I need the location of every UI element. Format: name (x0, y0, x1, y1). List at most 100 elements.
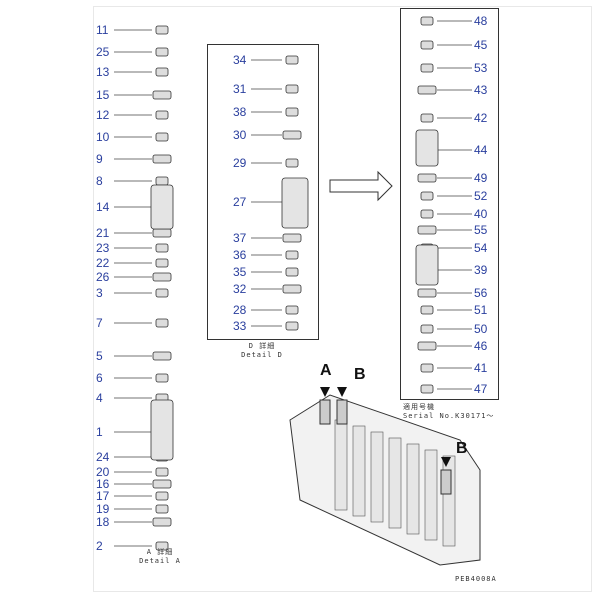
part-shape (282, 233, 302, 243)
part-shape (152, 90, 172, 100)
part-shape (282, 130, 302, 140)
pointer-arrow-icon (320, 387, 330, 397)
part-shape (155, 288, 169, 298)
part-number-label: 54 (474, 241, 488, 255)
part-body (150, 184, 174, 230)
part-shape (420, 384, 434, 394)
part-shape (285, 55, 299, 65)
part-shape (155, 318, 169, 328)
valve-cartridge (319, 399, 331, 425)
part-shape (417, 85, 437, 95)
part-number-label: 41 (474, 361, 488, 375)
part-number-label: 2 (96, 539, 103, 553)
part-shape (420, 16, 434, 26)
detail-a-caption-jp: A 詳細 (146, 548, 174, 556)
part-number-label: 50 (474, 322, 488, 336)
part-number-label: 34 (233, 53, 247, 67)
part-shape (417, 341, 437, 351)
part-shape (155, 258, 169, 268)
part-shape (155, 373, 169, 383)
part-shape (155, 541, 169, 551)
part-number-label: 26 (96, 270, 110, 284)
part-shape (420, 363, 434, 373)
part-number-label: 6 (96, 371, 103, 385)
part-shape (155, 504, 169, 514)
valve-section (334, 419, 348, 511)
arrow-icon (329, 170, 393, 202)
part-number-label: 53 (474, 61, 488, 75)
part-number-label: 27 (233, 195, 247, 209)
part-shape (420, 63, 434, 73)
part-shape (417, 173, 437, 183)
part-number-label: 52 (474, 189, 488, 203)
detail-d-caption-jp: D 詳細 (248, 342, 276, 350)
part-shape (152, 479, 172, 489)
part-number-label: 46 (474, 339, 488, 353)
part-number-label: 18 (96, 515, 110, 529)
marker-a: A (320, 362, 332, 379)
part-shape (152, 228, 172, 238)
part-number-label: 28 (233, 303, 247, 317)
part-number-label: 48 (474, 14, 488, 28)
part-number-label: 9 (96, 152, 103, 166)
part-number-label: 22 (96, 256, 110, 270)
part-shape (417, 288, 437, 298)
part-number-label: 13 (96, 65, 110, 79)
part-number-label: 16 (96, 477, 110, 491)
part-body (415, 244, 439, 286)
part-number-label: 56 (474, 286, 488, 300)
part-number-label: 10 (96, 130, 110, 144)
part-shape (155, 67, 169, 77)
part-shape (282, 284, 302, 294)
part-number-label: 24 (96, 450, 110, 464)
part-number-label: 36 (233, 248, 247, 262)
part-shape (285, 107, 299, 117)
part-number-label: 49 (474, 171, 488, 185)
part-shape (420, 40, 434, 50)
part-body (150, 399, 174, 461)
part-number-label: 5 (96, 349, 103, 363)
part-number-label: 19 (96, 502, 110, 516)
drawing-frame (93, 6, 592, 592)
part-number-label: 39 (474, 263, 488, 277)
part-number-label: 37 (233, 231, 247, 245)
part-number-label: 15 (96, 88, 110, 102)
part-number-label: 17 (96, 489, 110, 503)
part-number-label: 30 (233, 128, 247, 142)
part-number-label: 8 (96, 174, 103, 188)
serial-caption-jp: 適用号機 (403, 403, 435, 411)
part-number-label: 45 (474, 38, 488, 52)
part-number-label: 44 (474, 143, 488, 157)
part-number-label: 38 (233, 105, 247, 119)
part-number-label: 14 (96, 200, 110, 214)
part-number-label: 35 (233, 265, 247, 279)
part-number-label: 51 (474, 303, 488, 317)
valve-cartridge (440, 469, 452, 495)
part-shape (152, 272, 172, 282)
part-shape (285, 158, 299, 168)
part-number-label: 7 (96, 316, 103, 330)
part-shape (285, 321, 299, 331)
part-shape (420, 191, 434, 201)
valve-cartridge (336, 399, 348, 425)
part-number-label: 43 (474, 83, 488, 97)
valve-section (352, 425, 366, 517)
part-shape (152, 517, 172, 527)
part-number-label: 23 (96, 241, 110, 255)
part-shape (420, 209, 434, 219)
detail-d-box (207, 44, 319, 340)
part-shape (285, 305, 299, 315)
part-number-label: 42 (474, 111, 488, 125)
detail-a-caption: A 詳細 Detail A (110, 548, 210, 566)
part-number-label: 3 (96, 286, 103, 300)
part-number-label: 11 (96, 23, 109, 37)
pointer-arrow-icon (337, 387, 347, 397)
part-number-label: 21 (96, 226, 110, 240)
valve-section (370, 431, 384, 523)
part-shape (155, 243, 169, 253)
part-body (415, 129, 439, 167)
part-shape (285, 84, 299, 94)
part-number-label: 47 (474, 382, 488, 396)
